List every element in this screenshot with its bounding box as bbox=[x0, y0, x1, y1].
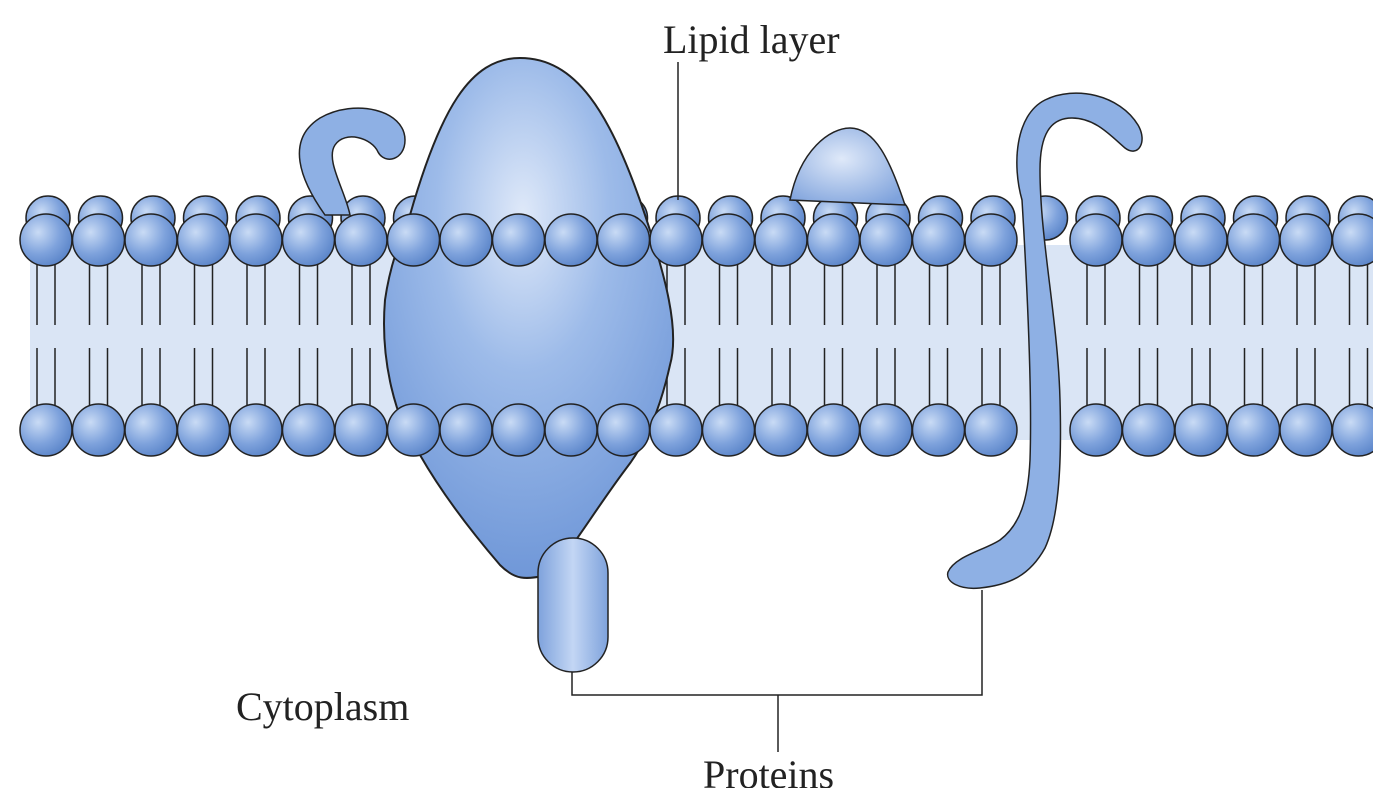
lipid-head-outer bbox=[965, 214, 1017, 266]
lipid-head-outer bbox=[1228, 214, 1280, 266]
lipid-head-inner bbox=[440, 404, 492, 456]
lipid-head-inner bbox=[388, 404, 440, 456]
lipid-head-inner bbox=[1175, 404, 1227, 456]
lipid-head-outer bbox=[650, 214, 702, 266]
lipid-head-inner bbox=[755, 404, 807, 456]
lipid-head-inner bbox=[178, 404, 230, 456]
lipid-head-inner bbox=[650, 404, 702, 456]
lipid-head-inner bbox=[125, 404, 177, 456]
lipid-head-inner bbox=[283, 404, 335, 456]
lipid-head-inner bbox=[598, 404, 650, 456]
lipid-head-outer bbox=[1280, 214, 1332, 266]
lipid-head-inner bbox=[808, 404, 860, 456]
proteins-bracket bbox=[572, 590, 982, 695]
lipid-head-inner bbox=[860, 404, 912, 456]
cytoplasm-label: Cytoplasm bbox=[236, 684, 409, 729]
lipid-head-outer bbox=[545, 214, 597, 266]
lipid-head-outer bbox=[703, 214, 755, 266]
lipid-head-inner bbox=[965, 404, 1017, 456]
lipid-head-outer bbox=[283, 214, 335, 266]
lipid-head-inner bbox=[1070, 404, 1122, 456]
lipid-head-outer bbox=[1070, 214, 1122, 266]
lipid-head-outer bbox=[335, 214, 387, 266]
lipid-head-outer bbox=[125, 214, 177, 266]
proteins-label: Proteins bbox=[703, 752, 834, 788]
lipid-head-inner bbox=[1280, 404, 1332, 456]
lipid-head-outer bbox=[1175, 214, 1227, 266]
lipid-head-outer bbox=[913, 214, 965, 266]
lipid-head-inner bbox=[20, 404, 72, 456]
lipid-head-outer bbox=[1123, 214, 1175, 266]
large-transmembrane-protein bbox=[384, 58, 673, 578]
bump-protein bbox=[790, 128, 905, 205]
lipid-head-outer bbox=[440, 214, 492, 266]
lipid-head-outer bbox=[73, 214, 125, 266]
lipid-head-outer bbox=[388, 214, 440, 266]
lipid-head-inner bbox=[335, 404, 387, 456]
lipid-head-inner bbox=[73, 404, 125, 456]
lipid-layer-label: Lipid layer bbox=[663, 17, 840, 62]
lipid-head-inner bbox=[1228, 404, 1280, 456]
protein-nub bbox=[538, 538, 608, 672]
lipid-head-outer bbox=[178, 214, 230, 266]
lipid-tail-band bbox=[30, 245, 1373, 440]
lipid-head-outer bbox=[808, 214, 860, 266]
lipid-head-outer bbox=[230, 214, 282, 266]
lipid-head-outer bbox=[20, 214, 72, 266]
lipid-head-inner bbox=[913, 404, 965, 456]
lipid-head-inner bbox=[230, 404, 282, 456]
lipid-head-outer bbox=[860, 214, 912, 266]
lipid-head-outer bbox=[755, 214, 807, 266]
lipid-head-inner bbox=[545, 404, 597, 456]
lipid-head-outer bbox=[598, 214, 650, 266]
lipid-head-inner bbox=[1123, 404, 1175, 456]
lipid-head-inner bbox=[703, 404, 755, 456]
lipid-head-inner bbox=[493, 404, 545, 456]
lipid-head-outer bbox=[493, 214, 545, 266]
